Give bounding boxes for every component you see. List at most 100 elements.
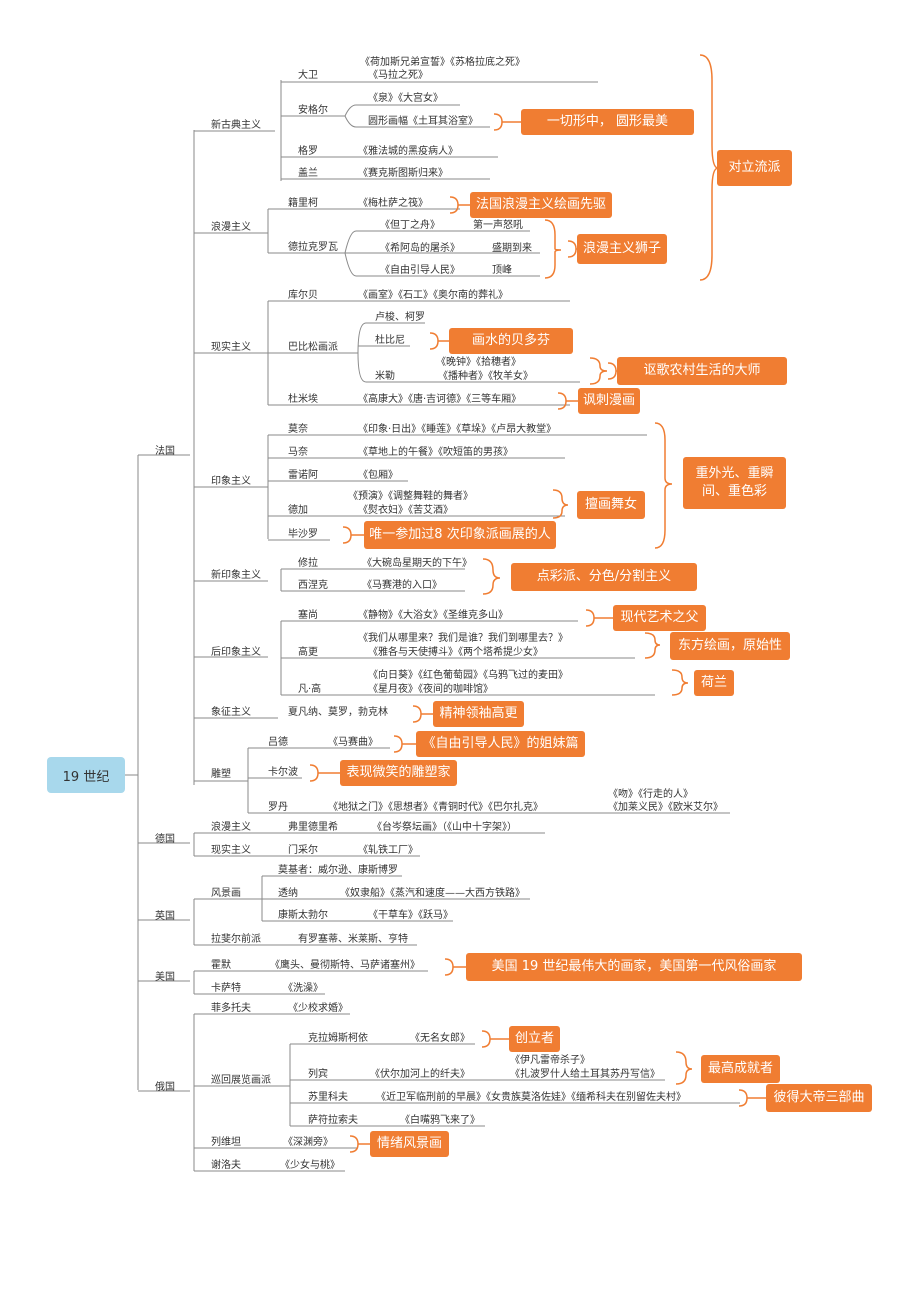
artist-fedotov[interactable]: 菲多托夫 xyxy=(211,1003,251,1014)
artist-signac[interactable]: 西涅克 xyxy=(298,580,328,591)
arrow-sister xyxy=(393,735,416,753)
artist-vangogh[interactable]: 凡·高 xyxy=(298,684,322,695)
works-turner: 《奴隶船》《蒸汽和速度——大西方铁路》 xyxy=(340,888,525,899)
works-millet-1: 《晚钟》《拾穗者》 xyxy=(436,357,521,368)
artist-carpeaux[interactable]: 卡尔波 xyxy=(268,767,298,778)
artist-friedrich[interactable]: 弗里德里希 xyxy=(288,822,338,833)
artist-homer[interactable]: 霍默 xyxy=(211,960,231,971)
artist-serov[interactable]: 谢洛夫 xyxy=(211,1160,241,1171)
country-uk[interactable]: 英国 xyxy=(155,911,175,922)
delx-1 xyxy=(344,230,530,254)
works-signac: 《马赛港的入口》 xyxy=(362,580,442,591)
callout-achievement: 最高成就者 xyxy=(701,1055,780,1083)
artist-daumier[interactable]: 杜米埃 xyxy=(288,394,318,405)
artist-levitan[interactable]: 列维坦 xyxy=(211,1137,241,1148)
artist-millet[interactable]: 米勒 xyxy=(375,371,395,382)
movement-de-realism[interactable]: 现实主义 xyxy=(211,845,251,856)
delx-3 xyxy=(344,252,540,277)
works-savrasov: 《白嘴鸦飞来了》 xyxy=(400,1115,480,1126)
movement-preraphaelite[interactable]: 拉斐尔前派 xyxy=(211,934,261,945)
works-kramskoi: 《无名女郎》 xyxy=(410,1033,470,1044)
artist-daubigny[interactable]: 杜比尼 xyxy=(375,335,405,346)
arrow-lion xyxy=(567,240,577,258)
brace-lion xyxy=(544,219,562,279)
works-degas-1: 《预演》《调整舞鞋的舞者》 xyxy=(348,491,473,502)
artist-savrasov[interactable]: 萨符拉索夫 xyxy=(308,1115,358,1126)
artist-constable[interactable]: 康斯太勃尔 xyxy=(278,910,328,921)
movement-symbolism[interactable]: 象征主义 xyxy=(211,707,251,718)
artist-delacroix[interactable]: 德拉克罗瓦 xyxy=(288,242,338,253)
callout-oriental: 东方绘画，原始性 xyxy=(670,632,790,660)
ingres-2 xyxy=(344,115,490,128)
callout-smile: 表现微笑的雕塑家 xyxy=(340,760,457,786)
arrow-pioneer xyxy=(449,196,470,214)
movement-impressionism[interactable]: 印象主义 xyxy=(211,476,251,487)
artist-repin[interactable]: 列宾 xyxy=(308,1069,328,1080)
artist-seurat[interactable]: 修拉 xyxy=(298,558,318,569)
brace-oriental xyxy=(644,632,661,659)
country-russia[interactable]: 俄国 xyxy=(155,1082,175,1093)
artist-barbizon[interactable]: 巴比松画派 xyxy=(288,342,338,353)
artist-menzel[interactable]: 门采尔 xyxy=(288,845,318,856)
movement-de-romanticism[interactable]: 浪漫主义 xyxy=(211,822,251,833)
works-repin-2: 《伊凡雷帝杀子》 xyxy=(510,1055,590,1066)
artist-monet[interactable]: 莫奈 xyxy=(288,424,308,435)
artist-surikov[interactable]: 苏里科夫 xyxy=(308,1092,348,1103)
works-levitan: 《深渊旁》 xyxy=(283,1137,333,1148)
works-degas-2: 《熨衣妇》《苦艾酒》 xyxy=(358,505,453,516)
artist-cassatt[interactable]: 卡萨特 xyxy=(211,983,241,994)
root-node[interactable]: 19 世纪 xyxy=(47,757,125,793)
barb-3 xyxy=(357,352,580,383)
works-gerard: 《赛克斯图斯归来》 xyxy=(358,168,448,179)
works-constable: 《干草车》《跃马》 xyxy=(368,910,453,921)
artist-gericault[interactable]: 籍里柯 xyxy=(288,198,318,209)
works-surikov: 《近卫军临刑前的早晨》《女贵族莫洛佐娃》《缅希科夫在别留佐夫村》 xyxy=(376,1092,686,1103)
artist-rousseau-corot[interactable]: 卢梭、柯罗 xyxy=(375,312,425,323)
movement-realism[interactable]: 现实主义 xyxy=(211,342,251,353)
artist-ingres[interactable]: 安格尔 xyxy=(298,105,328,116)
artist-cezanne[interactable]: 塞尚 xyxy=(298,610,318,621)
artist-gerard[interactable]: 盖兰 xyxy=(298,168,318,179)
works-cassatt: 《洗澡》 xyxy=(283,983,323,994)
movement-itinerants[interactable]: 巡回展览画派 xyxy=(211,1075,271,1086)
artist-rude[interactable]: 吕德 xyxy=(268,737,288,748)
callout-dancer: 擅画舞女 xyxy=(577,491,645,519)
works-delacroix-2b: 盛期到来 xyxy=(492,243,532,254)
artist-manet[interactable]: 马奈 xyxy=(288,447,308,458)
works-repin-1: 《伏尔加河上的纤夫》 xyxy=(370,1069,470,1080)
artist-renoir[interactable]: 雷诺阿 xyxy=(288,470,318,481)
brace-achievement xyxy=(675,1051,693,1085)
movement-sculpture[interactable]: 雕塑 xyxy=(211,769,231,780)
artist-gauguin[interactable]: 高更 xyxy=(298,647,318,658)
works-homer: 《鹰头、曼彻斯特、马萨诸塞州》 xyxy=(270,960,420,971)
movement-postimpressionism[interactable]: 后印象主义 xyxy=(211,647,261,658)
movement-landscape[interactable]: 风景画 xyxy=(211,888,241,899)
artist-gros[interactable]: 格罗 xyxy=(298,146,318,157)
artist-courbet[interactable]: 库尔贝 xyxy=(288,290,318,301)
country-usa[interactable]: 美国 xyxy=(155,972,175,983)
movement-neoclassicism[interactable]: 新古典主义 xyxy=(211,120,261,131)
artist-rodin[interactable]: 罗丹 xyxy=(268,802,288,813)
works-delacroix-1: 《但丁之舟》 xyxy=(380,220,440,231)
callout-satire: 讽刺漫画 xyxy=(578,388,640,414)
country-germany[interactable]: 德国 xyxy=(155,834,175,845)
works-renoir: 《包厢》 xyxy=(358,470,398,481)
symbolism-artists: 夏凡纳、莫罗，勃克林 xyxy=(288,707,388,718)
callout-pioneer: 法国浪漫主义绘画先驱 xyxy=(470,192,612,218)
callout-trilogy: 彼得大帝三部曲 xyxy=(766,1084,872,1112)
works-rodin-2a: 《吻》《行走的人》 xyxy=(608,789,693,800)
arrow-rural-2 xyxy=(607,362,617,380)
country-france[interactable]: 法国 xyxy=(155,446,175,457)
artist-kramskoi[interactable]: 克拉姆斯柯依 xyxy=(308,1033,368,1044)
movement-neoimpressionism[interactable]: 新印象主义 xyxy=(211,570,261,581)
artist-david[interactable]: 大卫 xyxy=(298,70,318,81)
callout-mood: 情绪风景画 xyxy=(370,1131,449,1157)
arrow-trilogy xyxy=(738,1089,766,1107)
brace-opposing xyxy=(699,54,719,281)
movement-romanticism[interactable]: 浪漫主义 xyxy=(211,222,251,233)
callout-pointillism: 点彩派、分色/分割主义 xyxy=(511,563,697,591)
artist-pissarro[interactable]: 毕沙罗 xyxy=(288,529,318,540)
artist-turner[interactable]: 透纳 xyxy=(278,888,298,899)
artist-degas[interactable]: 德加 xyxy=(288,505,308,516)
